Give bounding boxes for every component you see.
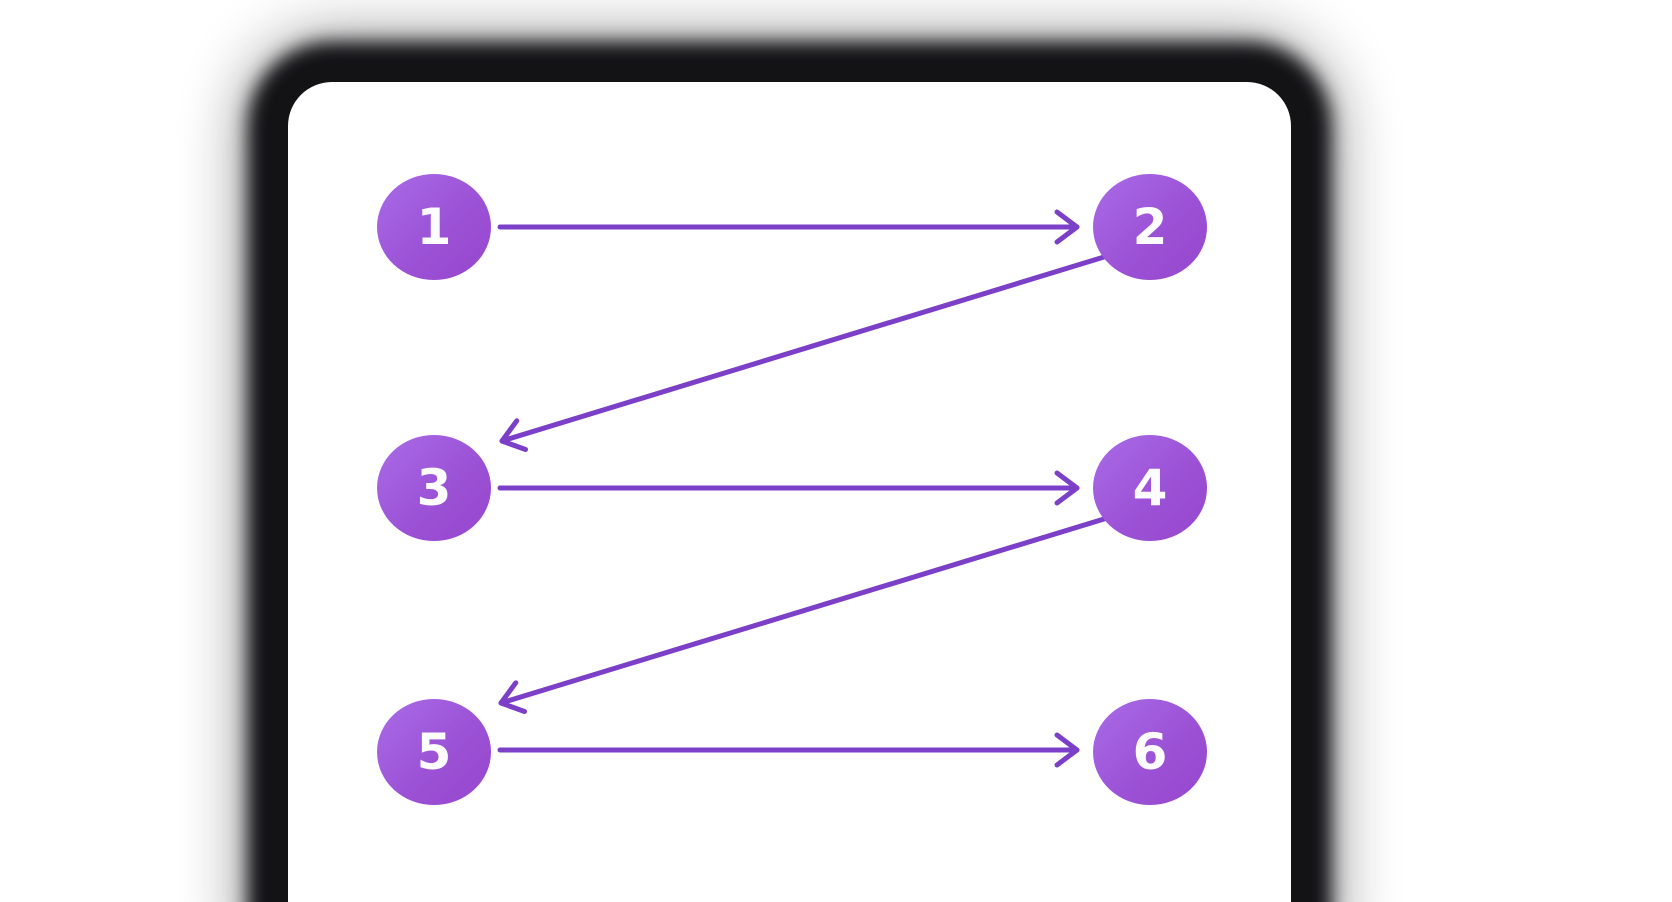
node-1: 1 xyxy=(377,174,491,280)
node-3: 3 xyxy=(377,435,491,541)
node-6-label: 6 xyxy=(1132,723,1168,781)
node-5-label: 5 xyxy=(416,723,452,781)
node-2-label: 2 xyxy=(1132,198,1168,256)
node-5: 5 xyxy=(377,699,491,805)
node-4-label: 4 xyxy=(1132,459,1168,517)
node-4: 4 xyxy=(1093,435,1207,541)
node-2: 2 xyxy=(1093,174,1207,280)
node-1-label: 1 xyxy=(416,198,452,256)
node-3-label: 3 xyxy=(416,459,452,517)
node-6: 6 xyxy=(1093,699,1207,805)
